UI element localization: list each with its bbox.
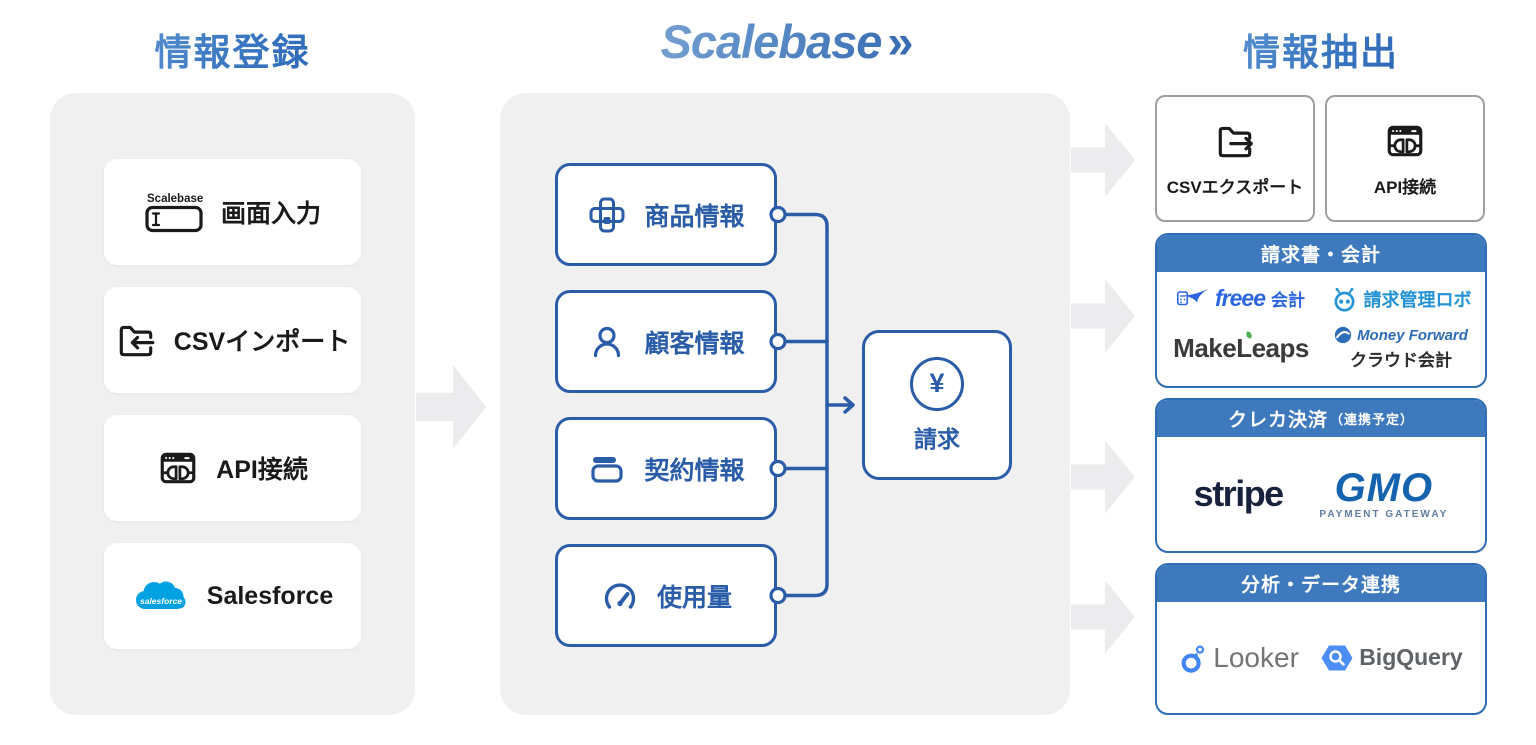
flow-arrow-to-export xyxy=(1071,123,1135,197)
contract-box-icon xyxy=(591,456,624,483)
partner-makeleaps: MakeLeaps xyxy=(1173,333,1309,364)
section-card-payment: クレカ決済 （連携予定） stripe GMO PAYMENT GATEWAY xyxy=(1155,398,1487,553)
api-plug-icon xyxy=(160,452,196,484)
box-api-export: API接続 xyxy=(1325,95,1485,222)
partner-bigquery-name: BigQuery xyxy=(1359,644,1463,670)
customer-person-icon xyxy=(594,326,621,357)
right-column-title: 情報抽出 xyxy=(1155,22,1487,76)
folder-import-icon xyxy=(119,325,155,357)
yen-circle-icon: ¥ xyxy=(910,356,964,411)
flow-arrow-to-payment xyxy=(1071,440,1135,514)
yen-symbol: ¥ xyxy=(929,368,945,398)
section-invoice-accounting-title: 請求書・会計 xyxy=(1260,245,1381,266)
input-sources-panel: Scalebase 画面入力 CSVインポート xyxy=(50,93,415,715)
card-billing-label: 請求 xyxy=(914,425,960,452)
bigquery-hexagon-icon xyxy=(1321,645,1353,670)
partner-seikyu-kanri-robo: 請求管理ロボ xyxy=(1331,285,1472,312)
scalebase-logo-text: Scalebase xyxy=(660,15,882,68)
freee-swallow-icon xyxy=(1177,288,1208,305)
partner-moneyforward-subtext: クラウド会計 xyxy=(1349,351,1452,370)
card-screen-input-label: 画面入力 xyxy=(220,200,321,228)
api-plug-icon xyxy=(1387,125,1423,156)
section-analytics-header: 分析・データ連携 xyxy=(1157,565,1485,602)
section-invoice-accounting: 請求書・会計 freee 会計 xyxy=(1155,233,1487,388)
section-analytics-title: 分析・データ連携 xyxy=(1240,575,1401,596)
scalebase-core-panel: 商品情報 顧客情報 契約情報 使用量 xyxy=(500,93,1070,715)
card-usage-label: 使用量 xyxy=(656,583,732,612)
section-invoice-accounting-header: 請求書・会計 xyxy=(1157,235,1485,272)
partner-freee-name: freee xyxy=(1215,285,1266,311)
card-csv-import-label: CSVインポート xyxy=(173,328,351,356)
salesforce-cloud-icon: salesforce xyxy=(135,581,186,609)
card-api-input: API接続 xyxy=(104,415,361,521)
card-contract-info-label: 契約情報 xyxy=(644,456,745,485)
partner-stripe-name: stripe xyxy=(1193,473,1285,514)
card-customer-info: 顧客情報 xyxy=(555,290,777,393)
box-csv-export-label: CSVエクスポート xyxy=(1166,177,1304,197)
scalebase-logo: Scalebase» xyxy=(500,14,1070,69)
scalebase-logo-chevrons: » xyxy=(887,15,910,68)
section-card-payment-note: （連携予定） xyxy=(1330,412,1415,427)
box-csv-export: CSVエクスポート xyxy=(1155,95,1315,222)
partner-moneyforward-name: Money Forward xyxy=(1357,326,1468,344)
partner-makeleaps-name: MakeLeaps xyxy=(1173,333,1309,363)
section-card-payment-title: クレカ決済 xyxy=(1227,410,1328,431)
card-salesforce: salesforce Salesforce xyxy=(104,543,361,649)
partner-gmo: GMO PAYMENT GATEWAY xyxy=(1319,468,1448,520)
section-card-payment-header: クレカ決済 （連携予定） xyxy=(1157,400,1485,437)
card-customer-info-label: 顧客情報 xyxy=(644,329,745,358)
card-api-input-label: API接続 xyxy=(216,456,308,484)
flow-arrow-to-analytics xyxy=(1071,580,1135,654)
card-product-info-label: 商品情報 xyxy=(644,202,745,231)
partner-looker-name: Looker xyxy=(1213,641,1299,673)
left-column-title: 情報登録 xyxy=(50,22,415,76)
partner-moneyforward: Money Forward クラウド会計 xyxy=(1334,326,1468,371)
partner-gmo-name: GMO xyxy=(1334,466,1434,510)
card-usage: 使用量 xyxy=(555,544,777,647)
box-api-export-label: API接続 xyxy=(1373,177,1437,197)
card-salesforce-label: Salesforce xyxy=(206,581,334,610)
folder-export-icon xyxy=(1218,126,1253,157)
flow-arrow-left-to-center xyxy=(416,365,486,449)
card-billing: ¥ 請求 xyxy=(862,330,1012,480)
partner-seikyu-kanri-robo-name: 請求管理ロボ xyxy=(1363,289,1472,310)
partner-freee-suffix: 会計 xyxy=(1270,291,1305,310)
looker-ring-icon xyxy=(1181,644,1205,673)
moneyforward-circle-icon xyxy=(1334,326,1352,344)
product-blocks-icon xyxy=(589,197,625,232)
partner-gmo-subtext: PAYMENT GATEWAY xyxy=(1319,509,1449,520)
partner-freee: freee 会計 xyxy=(1177,285,1305,312)
partner-looker: Looker xyxy=(1179,642,1299,674)
flow-arrow-to-accounting xyxy=(1071,279,1135,353)
partner-bigquery: BigQuery xyxy=(1321,643,1463,673)
scalebase-input-icon-text: Scalebase xyxy=(147,193,203,205)
salesforce-cloud-icon-text: salesforce xyxy=(140,596,182,606)
usage-gauge-icon xyxy=(604,582,636,609)
card-csv-import: CSVインポート xyxy=(104,287,361,393)
card-contract-info: 契約情報 xyxy=(555,417,777,520)
scalebase-input-icon: Scalebase xyxy=(145,193,203,233)
section-analytics: 分析・データ連携 Looker BigQuery xyxy=(1155,563,1487,715)
card-product-info: 商品情報 xyxy=(555,163,777,266)
card-screen-input: Scalebase 画面入力 xyxy=(104,159,361,265)
robot-head-icon xyxy=(1334,287,1354,312)
